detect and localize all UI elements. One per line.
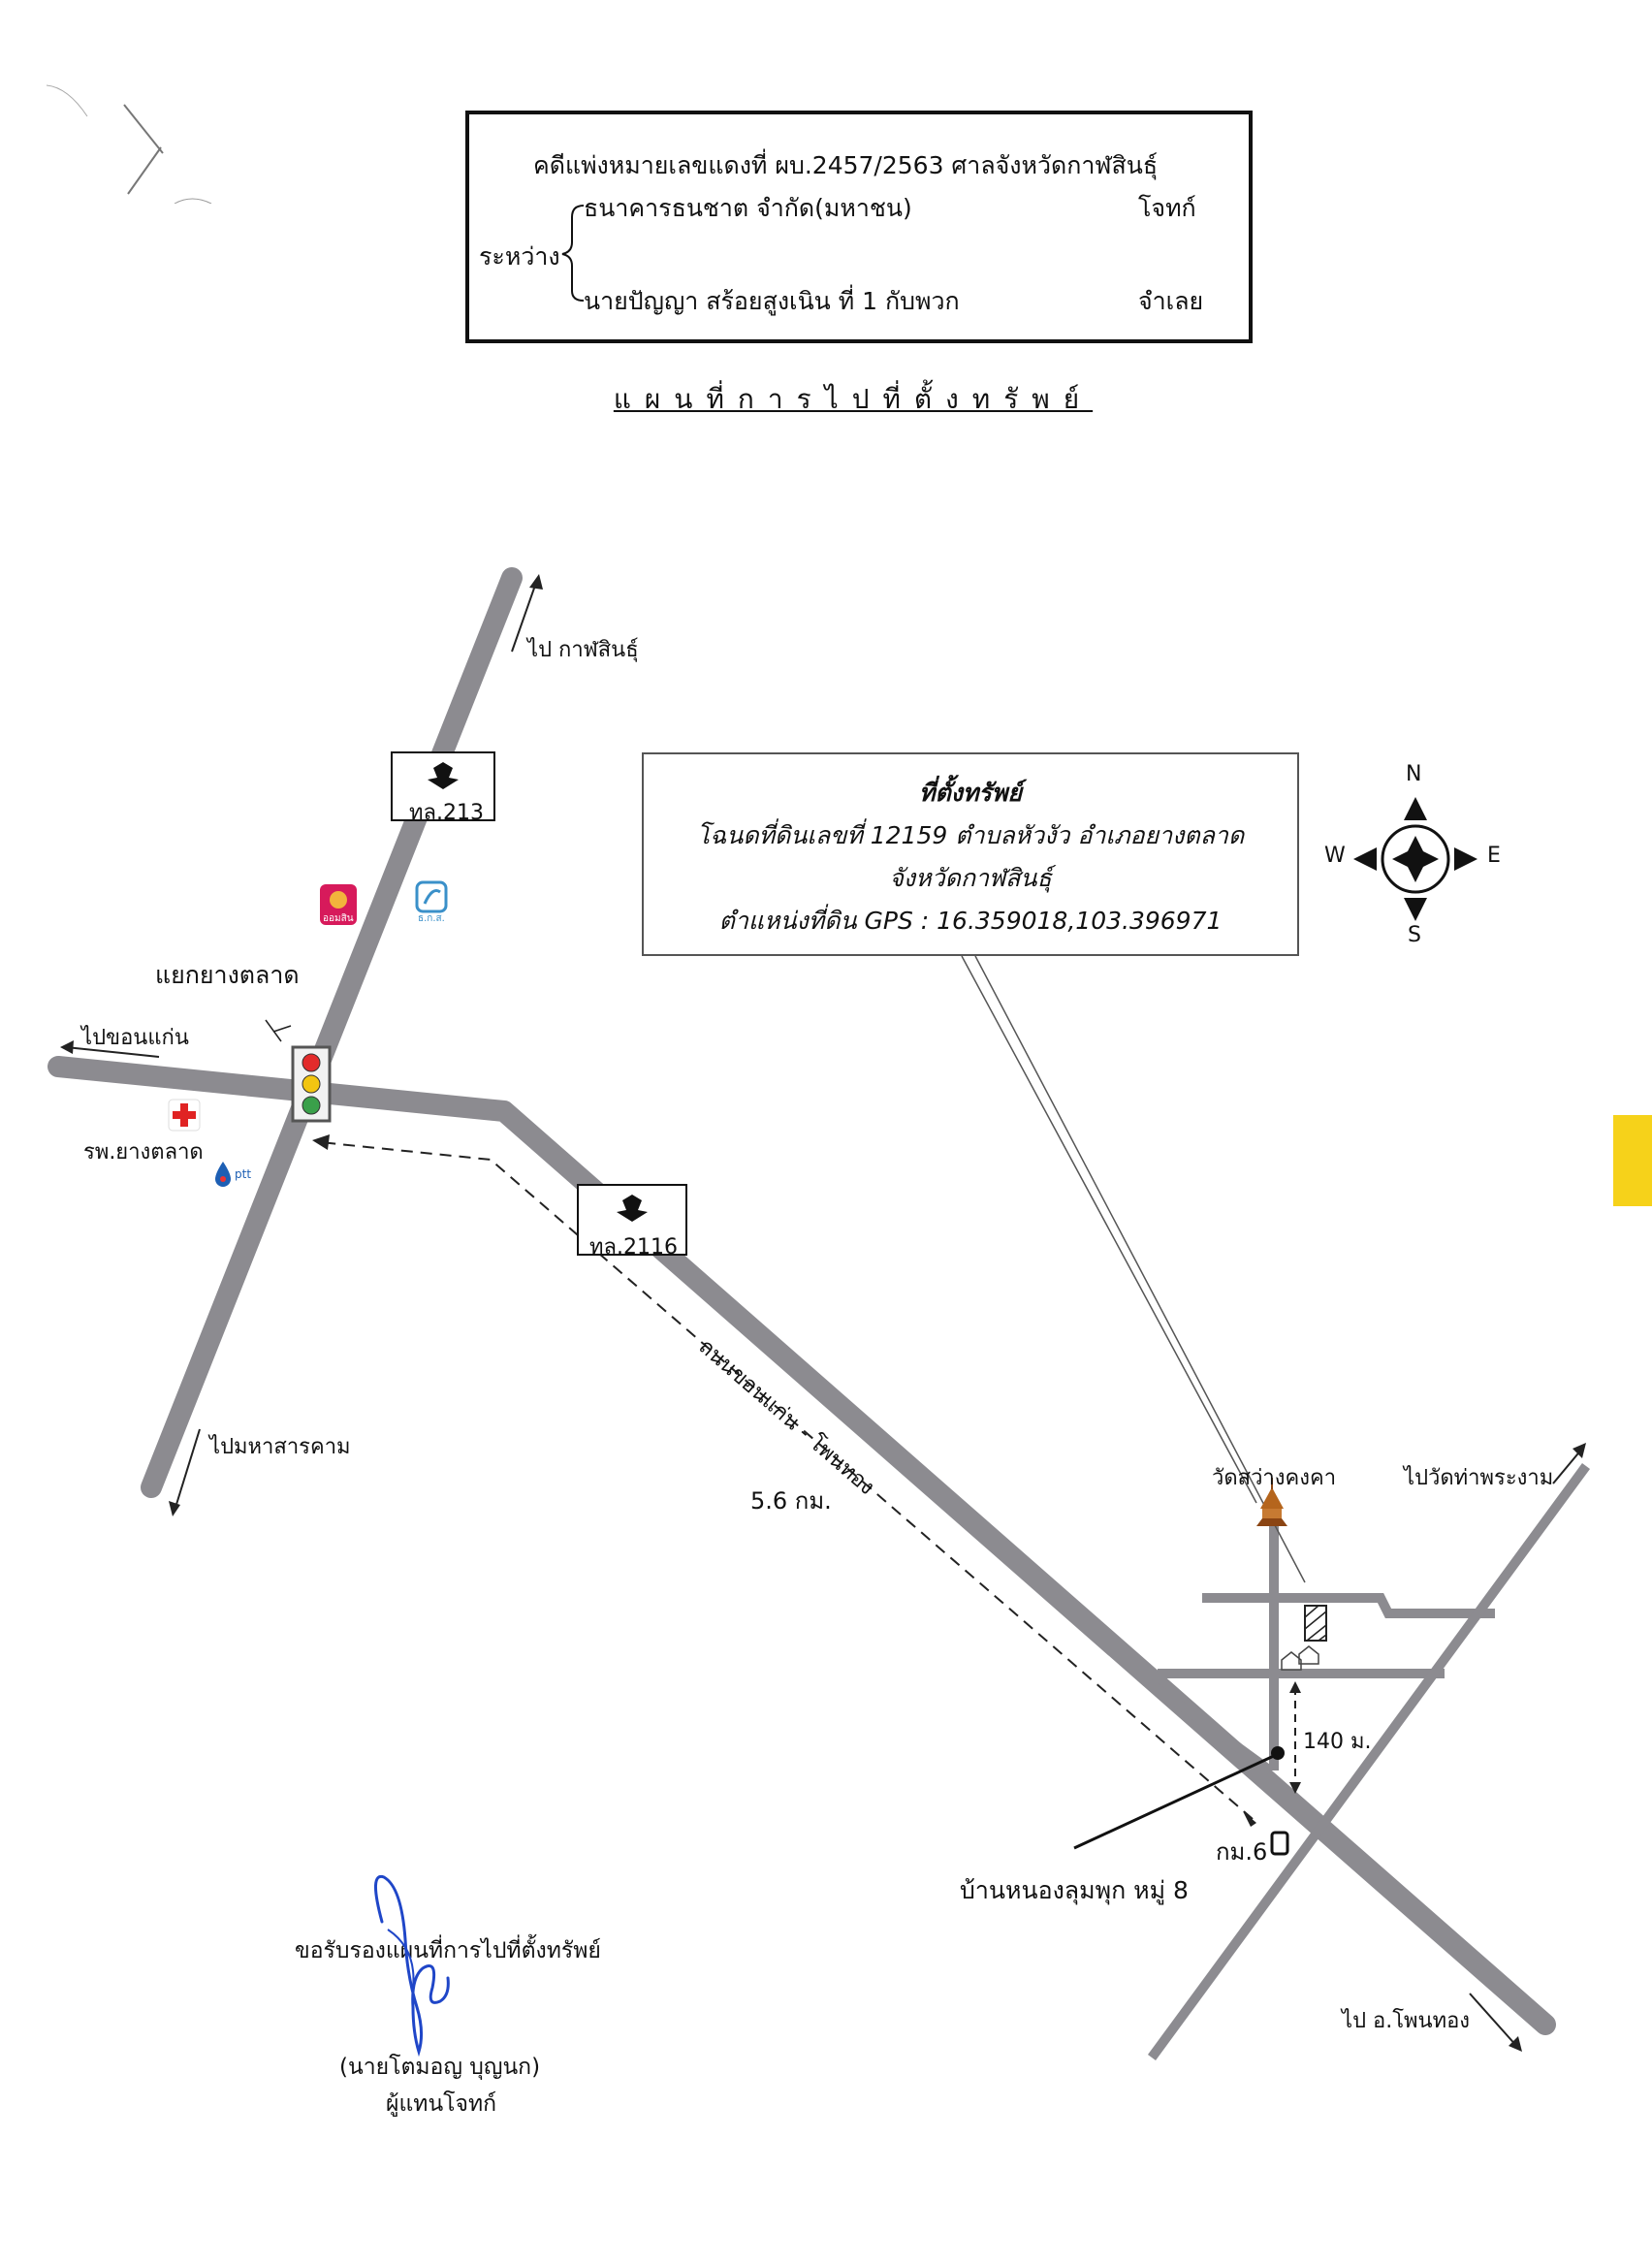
property-gps: ตำแหน่งที่ดิน GPS : 16.359018,103.396971 <box>718 907 1223 935</box>
label-highway-213: ทล.213 <box>409 801 484 825</box>
label-to-phon-thong: ไป อ.โพนทอง <box>1342 2009 1471 2033</box>
highway-2116-road <box>48 1056 1556 2035</box>
label-distance: 5.6 กม. <box>750 1487 832 1515</box>
label-km-marker: กม.6 <box>1216 1838 1268 1866</box>
map-title: แผนที่การไปที่ตั้งทรัพย์ <box>613 383 1094 415</box>
property-province: จังหวัดกาฬสินธุ์ <box>889 864 1052 892</box>
arrow-to-kalasin <box>511 579 538 653</box>
signature <box>374 1874 450 2058</box>
certification-statement: ขอรับรองแผนที่การไปที่ตั้งทรัพย์ <box>295 1938 601 1963</box>
plaintiff-name: ธนาคารธนชาต จำกัด(มหาชน) <box>584 194 912 222</box>
defendant-role: จำเลย <box>1138 287 1204 315</box>
village-pointer <box>1073 1753 1277 1850</box>
property-info-box: ที่ตั้งทรัพย์ โฉนดที่ดินเลขที่ 12159 ตำบ… <box>642 752 1299 956</box>
case-number: คดีแพ่งหมายเลขแดงที่ ผบ.2457/2563 ศาลจัง… <box>533 151 1159 179</box>
label-temple: วัดสว่างคงคา <box>1212 1466 1337 1490</box>
label-to-kalasin: ไป กาฬสินธุ์ <box>527 638 639 662</box>
gsb-logo-icon <box>320 884 357 925</box>
local-road-upper <box>1202 1593 1495 1618</box>
certification-role: ผู้แทนโจทก์ <box>386 2091 497 2117</box>
label-gsb-logo: ออมสิน <box>323 913 354 924</box>
km-marker-sign <box>1270 1831 1289 1856</box>
pencil-mark <box>46 84 212 204</box>
arrow-to-mahasarakham <box>174 1428 201 1512</box>
compass-w: W <box>1324 844 1346 868</box>
label-distance-140: 140 ม. <box>1303 1730 1372 1754</box>
baac-logo-icon <box>415 880 448 913</box>
highway-2116-sign <box>577 1184 687 1256</box>
hospital-icon <box>168 1099 201 1132</box>
property-parcel <box>1304 1605 1327 1642</box>
highway-213-sign <box>391 751 495 821</box>
route-dashed <box>319 1141 1254 1820</box>
local-road-lower <box>1147 1678 1273 1775</box>
compass-e: E <box>1487 844 1501 868</box>
certification-name: (นายโตมอญ บุญนก) <box>339 2055 541 2080</box>
route-arrow-head <box>312 1134 330 1150</box>
village-dot <box>1271 1746 1285 1760</box>
arrow-to-tha-phra-ngam <box>1552 1448 1583 1484</box>
compass-n: N <box>1406 762 1422 786</box>
highway-213-road <box>141 567 523 1498</box>
label-baac-logo: ธ.ก.ส. <box>418 913 445 924</box>
between-label: ระหว่าง <box>479 242 560 271</box>
label-highway-2116: ทล.2116 <box>589 1235 678 1260</box>
label-to-tha-phra-ngam: ไปวัดท่าพระงาม <box>1404 1466 1554 1490</box>
plaintiff-role: โจทก์ <box>1138 194 1196 222</box>
road-to-tha-phra-ngam <box>1147 1463 1591 2060</box>
label-hospital: รพ.ยางตลาด <box>83 1140 204 1164</box>
compass-icon <box>1353 797 1477 921</box>
arrow-to-khonkaen <box>65 1046 160 1058</box>
arrow-to-phon-thong <box>1469 1993 1519 2049</box>
compass-s: S <box>1408 923 1421 947</box>
label-to-khonkaen: ไปขอนแก่น <box>81 1026 189 1050</box>
label-to-mahasarakham: ไปมหาสารคาม <box>209 1435 351 1459</box>
house-icon <box>1281 1645 1319 1671</box>
yellow-tab <box>1613 1115 1652 1206</box>
defendant-name: นายปัญญา สร้อยสูงเนิน ที่ 1 กับพวก <box>584 287 960 315</box>
label-village: บ้านหนองลุมพุก หมู่ 8 <box>960 1876 1189 1904</box>
bracket <box>561 205 585 302</box>
label-junction: แยกยางตลาด <box>155 961 300 989</box>
label-ptt-logo: ptt <box>235 1167 252 1181</box>
ptt-logo-icon <box>215 1162 231 1187</box>
case-header-box: คดีแพ่งหมายเลขแดงที่ ผบ.2457/2563 ศาลจัง… <box>465 111 1253 343</box>
property-heading: ที่ตั้งทรัพย์ <box>919 779 1022 807</box>
temple-icon <box>1256 1478 1287 1526</box>
traffic-light-icon <box>291 1045 332 1123</box>
property-deed: โฉนดที่ดินเลขที่ 12159 ตำบลหัวงัว อำเภอย… <box>696 821 1245 849</box>
